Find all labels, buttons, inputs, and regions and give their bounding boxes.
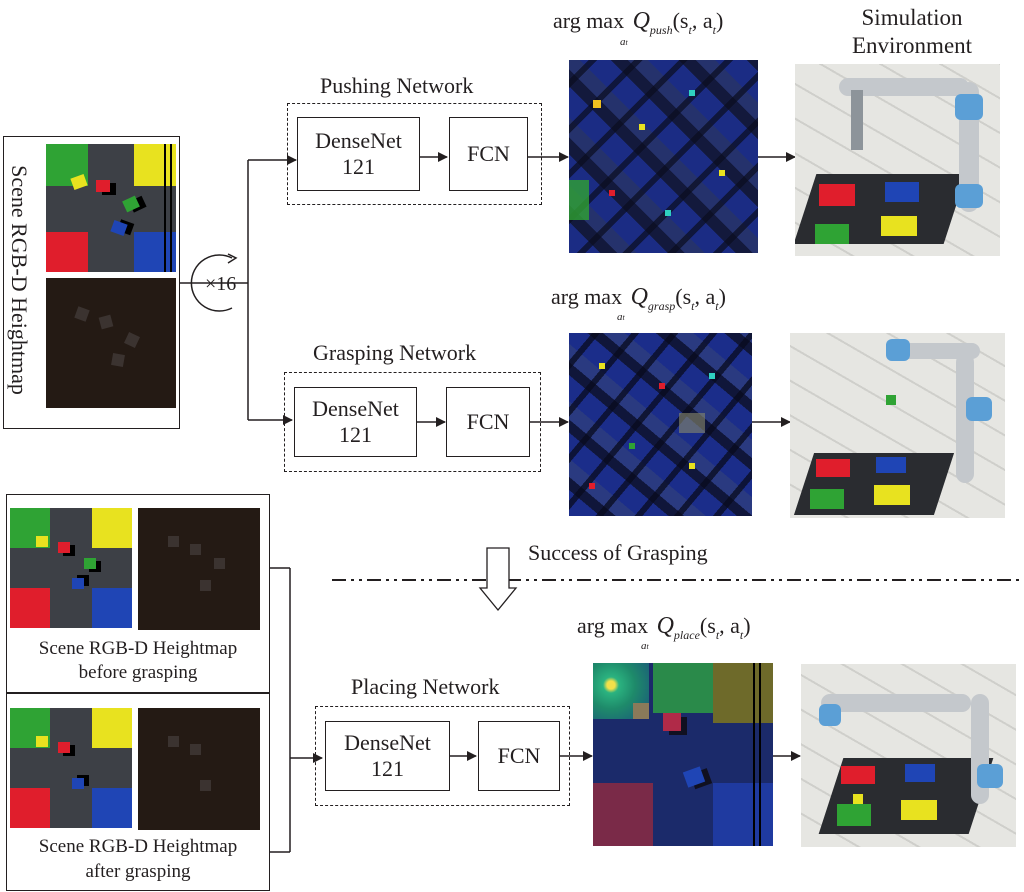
grasp-args-close: ) [718,284,726,309]
place-args-mid: , a [719,613,740,638]
after-color-image [10,708,132,828]
placing-network-frame [315,706,570,806]
push-args-close: ) [715,8,724,33]
after-caption-line2: after grasping [85,861,191,882]
after-depth-image [138,708,260,830]
place-args-close: ) [743,613,751,638]
push-q-symbol: Q [632,8,650,34]
grasping-densenet-block: DenseNet 121 [294,387,417,457]
place-args-sub1: t [715,628,720,642]
grasp-args-mid: , a [694,284,716,309]
before-depth-image [138,508,260,630]
pushing-network-frame [287,103,542,205]
panel-divider [6,692,270,694]
grasp-args-open: (s [675,284,692,309]
grasping-network-title: Grasping Network [313,340,477,365]
placing-fcn-label: FCN [497,743,541,768]
placing-densenet-line1: DenseNet [344,730,431,755]
before-caption-line1: Scene RGB-D Heightmap [38,638,238,659]
grasp-args-sub1: t [691,299,695,313]
grasping-network-frame [284,372,541,472]
after-grasping-caption: Scene RGB-D Heightmap after grasping [6,834,270,884]
push-args-sub1: t [688,23,692,37]
pushing-densenet-line2: 121 [342,154,375,179]
push-q-formula: arg max Qpush(st, at) [553,8,723,38]
place-q-symbol: Q [656,613,674,639]
grasp-q-formula: arg max Qgrasp(st, at) [551,284,726,314]
push-q-map-image [569,60,758,253]
push-argmax-text: arg max [553,8,625,33]
placing-densenet-line2: 121 [371,756,404,781]
grasp-args-sub2: t [715,299,719,313]
pushing-densenet-line1: DenseNet [315,128,402,153]
scene-heightmap-label: Scene RGB-D Heightmap [7,165,32,395]
place-q-formula: arg max Qplace(st, at) [577,613,751,643]
pushing-network-title: Pushing Network [320,73,474,98]
before-caption-line2: before grasping [78,662,198,683]
place-args-sub2: t [739,628,744,642]
grasp-q-map-image [569,333,752,516]
push-args-sub2: t [712,23,716,37]
placing-fcn-block: FCN [478,721,560,791]
simulation-environment-label: Simulation Environment [812,4,1012,60]
push-args-mid: , a [691,8,713,33]
push-args-open: (s [672,8,689,33]
place-argmax-text: arg max [577,613,649,638]
rotation-count-label: ×16 [205,273,237,295]
grasping-densenet-line2: 121 [339,422,372,447]
pushing-densenet-block: DenseNet 121 [297,117,420,191]
placing-densenet-block: DenseNet 121 [325,721,450,791]
simulation-label-line1: Simulation [861,5,963,30]
sim-grasp-image [790,333,1005,518]
place-args-open: (s [699,613,716,638]
grasping-fcn-label: FCN [466,409,510,434]
before-color-image [10,508,132,628]
sim-push-image [795,64,1000,256]
push-argmax-subscript: at [620,36,628,48]
grasp-argmax-subscript: at [617,311,625,323]
push-q-subscript: push [649,23,673,37]
success-of-grasping-label: Success of Grasping [528,540,708,565]
grasp-argmax-text: arg max [551,284,623,309]
simulation-label-line2: Environment [851,33,973,58]
grasp-q-subscript: grasp [647,299,676,313]
place-q-subscript: place [673,628,700,642]
pushing-fcn-label: FCN [467,141,510,166]
grasping-fcn-block: FCN [446,387,530,457]
color-heightmap-image [46,144,176,272]
depth-heightmap-image [46,278,176,408]
pushing-fcn-block: FCN [449,117,528,191]
sim-place-image [801,664,1016,847]
place-argmax-subscript: at [641,640,649,652]
grasping-densenet-line1: DenseNet [312,396,399,421]
grasp-q-symbol: Q [630,284,648,310]
after-caption-line1: Scene RGB-D Heightmap [38,836,238,857]
before-grasping-caption: Scene RGB-D Heightmap before grasping [6,637,270,685]
placing-network-title: Placing Network [351,674,500,699]
place-q-map-image [593,663,773,846]
